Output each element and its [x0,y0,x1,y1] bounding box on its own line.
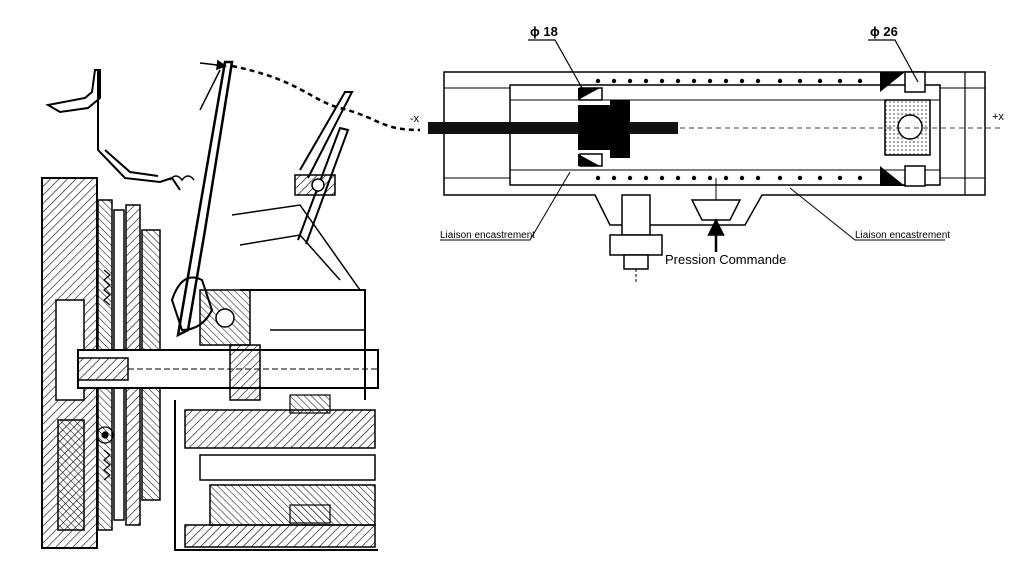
liaison-left-label: Liaison encastrement [440,230,535,241]
spring-bottom [595,175,863,181]
clutch-cross-section [41,60,379,551]
pression-commande-label: Pression Commande [665,252,786,267]
bleed-screw [621,194,651,236]
liaison-right-leader [789,187,945,241]
actuator-cylinder [428,71,1000,282]
diameter-18-leader [528,39,583,89]
cable-end-arrow [199,59,228,71]
plus-x-label: +x [992,111,1004,123]
piston-rod [428,122,678,134]
diameter-26-label: ϕ 26 [870,24,898,39]
diameter-26-leader [868,39,919,83]
cable-dashed-line [231,64,421,132]
gearbox-housing [184,409,376,449]
liaison-right-label: Liaison encastrement [855,230,950,241]
minus-x-label: -x [410,113,420,125]
liaison-left-leader [440,171,571,241]
spring-top [595,78,863,84]
diameter-18-label: ϕ 18 [530,24,558,39]
pressure-port [690,199,742,221]
